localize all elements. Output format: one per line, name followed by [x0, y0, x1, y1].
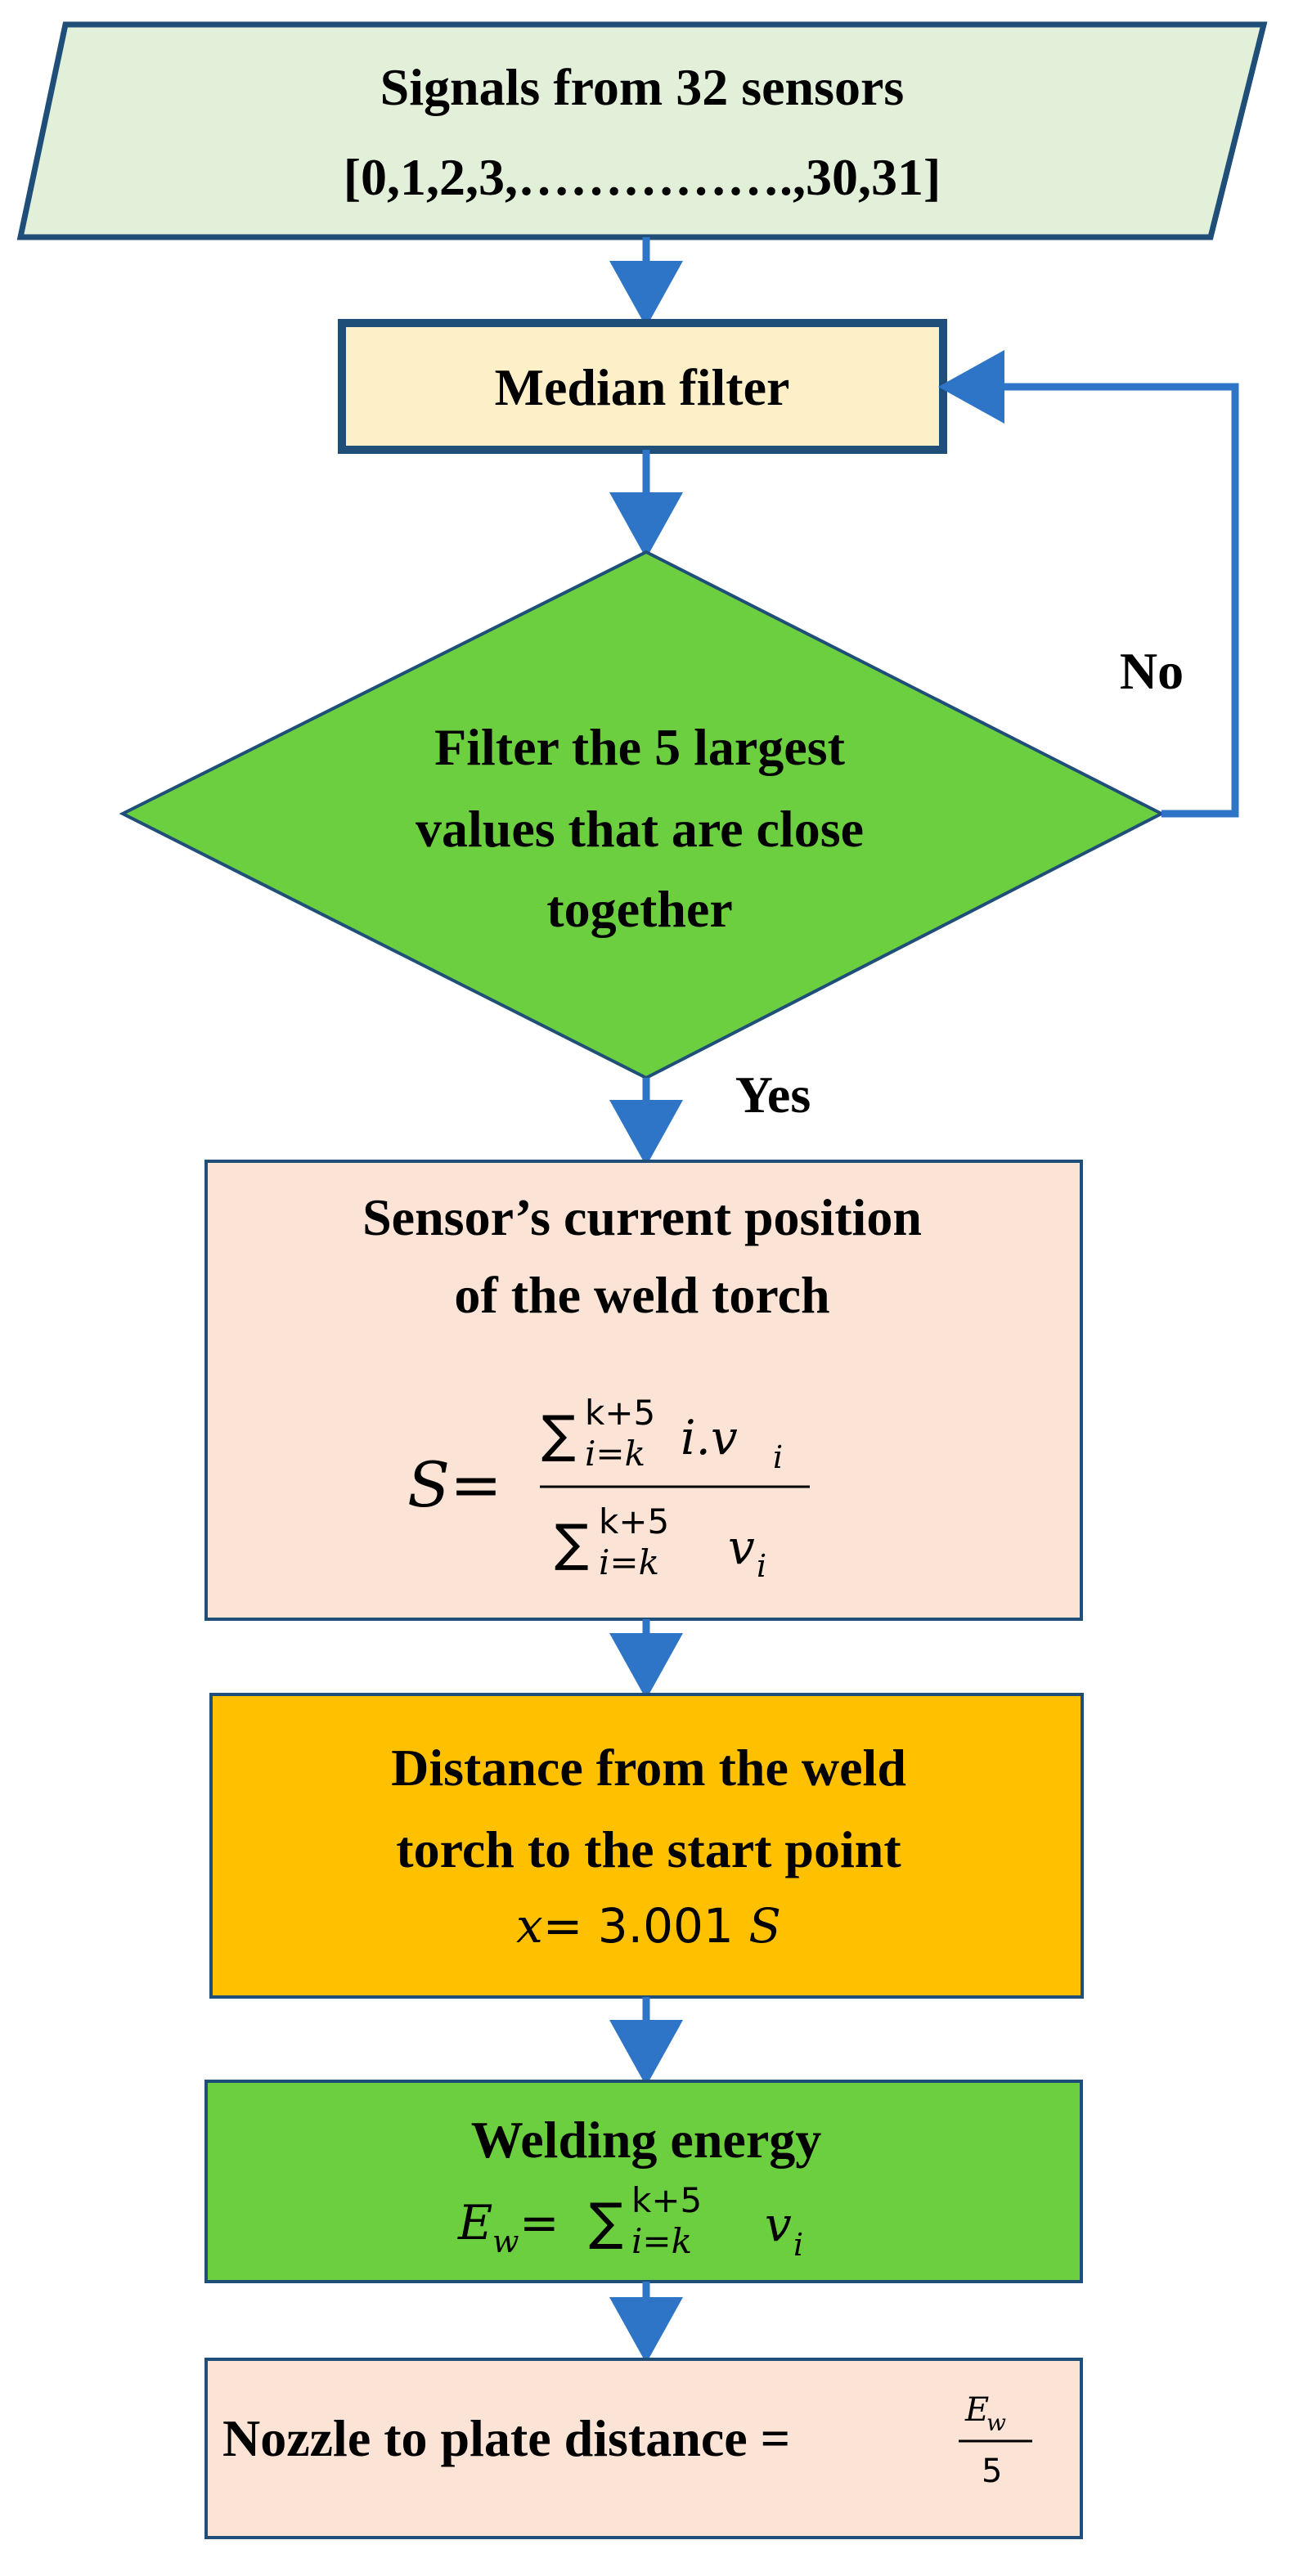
input-line-1: Signals from 32 sensors: [380, 58, 905, 116]
decision-line-3: together: [546, 880, 732, 938]
numerator-term: i.v: [681, 1410, 738, 1465]
nozzle-label: Nozzle to plate distance =: [222, 2409, 790, 2467]
position-line-2: of the weld torch: [454, 1266, 829, 1324]
distance-line-1: Distance from the weld: [391, 1739, 906, 1797]
energy-lhs: E: [457, 2195, 492, 2251]
energy-box: [204, 2080, 1083, 2283]
energy-equals: =: [519, 2195, 559, 2251]
distance-formula: x= 3.001 S: [516, 1898, 781, 1954]
formula-lhs: S=: [407, 1448, 502, 1521]
input-line-2: [0,1,2,3,…………….,30,31]: [344, 148, 941, 206]
nozzle-box: [204, 2358, 1083, 2539]
energy-title: Welding energy: [471, 2111, 821, 2169]
median-filter-label: Median filter: [495, 358, 790, 416]
position-line-1: Sensor’s current position: [362, 1188, 922, 1246]
position-box: [204, 1160, 1083, 1621]
nozzle-frac-denominator: 5: [982, 2453, 1002, 2490]
decision-node: Filter the 5 largest values that are clo…: [119, 550, 1166, 1080]
distance-formula-eq: = 3.001: [543, 1898, 749, 1954]
median-filter-node: Median filter: [338, 319, 947, 454]
nozzle-frac-numerator-subscript: w: [986, 2409, 1006, 2436]
energy-sum-symbol: ∑: [589, 2192, 623, 2251]
denominator-sum-symbol: ∑: [555, 1513, 589, 1573]
position-node: Sensor’s current position of the weld to…: [204, 1160, 1083, 1621]
energy-node: Welding energy E w = ∑ k+5 i=k v i: [204, 2080, 1083, 2283]
no-label: No: [1120, 642, 1184, 700]
position-formula: S= ∑ k+5 i=k i.v i ∑ k+5 i=k v i: [407, 1393, 810, 1584]
denominator-term: v: [728, 1519, 755, 1575]
distance-formula-s: S: [748, 1898, 781, 1954]
numerator-subscript: i: [773, 1439, 783, 1475]
median-filter-box: [338, 319, 947, 454]
distance-node: Distance from the weld torch to the star…: [209, 1693, 1084, 1999]
distance-line-2: torch to the start point: [396, 1820, 901, 1878]
energy-lower-limit: i=k: [631, 2221, 692, 2261]
input-parallelogram-shape: [16, 21, 1268, 240]
energy-upper-limit: k+5: [631, 2180, 702, 2220]
arrow-no-loop: [938, 350, 1239, 818]
denominator-upper-limit: k+5: [599, 1501, 669, 1542]
distance-formula-var: x: [516, 1898, 543, 1954]
nozzle-node: Nozzle to plate distance = E w 5: [204, 2358, 1083, 2539]
energy-formula: E w = ∑ k+5 i=k v i: [457, 2180, 803, 2263]
input-node: Signals from 32 sensors [0,1,2,3,…………….,…: [16, 21, 1268, 240]
decision-line-2: values that are close: [416, 800, 864, 858]
denominator-lower-limit: i=k: [599, 1542, 659, 1582]
energy-term-subscript: i: [793, 2227, 803, 2263]
numerator-sum-symbol: ∑: [541, 1404, 576, 1464]
nozzle-frac-numerator: E: [964, 2391, 989, 2429]
distance-box: [209, 1693, 1084, 1999]
decision-line-1: Filter the 5 largest: [434, 718, 845, 776]
yes-label: Yes: [735, 1066, 811, 1124]
energy-term: v: [765, 2197, 792, 2252]
numerator-upper-limit: k+5: [585, 1393, 655, 1433]
numerator-lower-limit: i=k: [585, 1434, 645, 1474]
denominator-subscript: i: [757, 1548, 766, 1584]
energy-lhs-subscript: w: [492, 2224, 519, 2260]
